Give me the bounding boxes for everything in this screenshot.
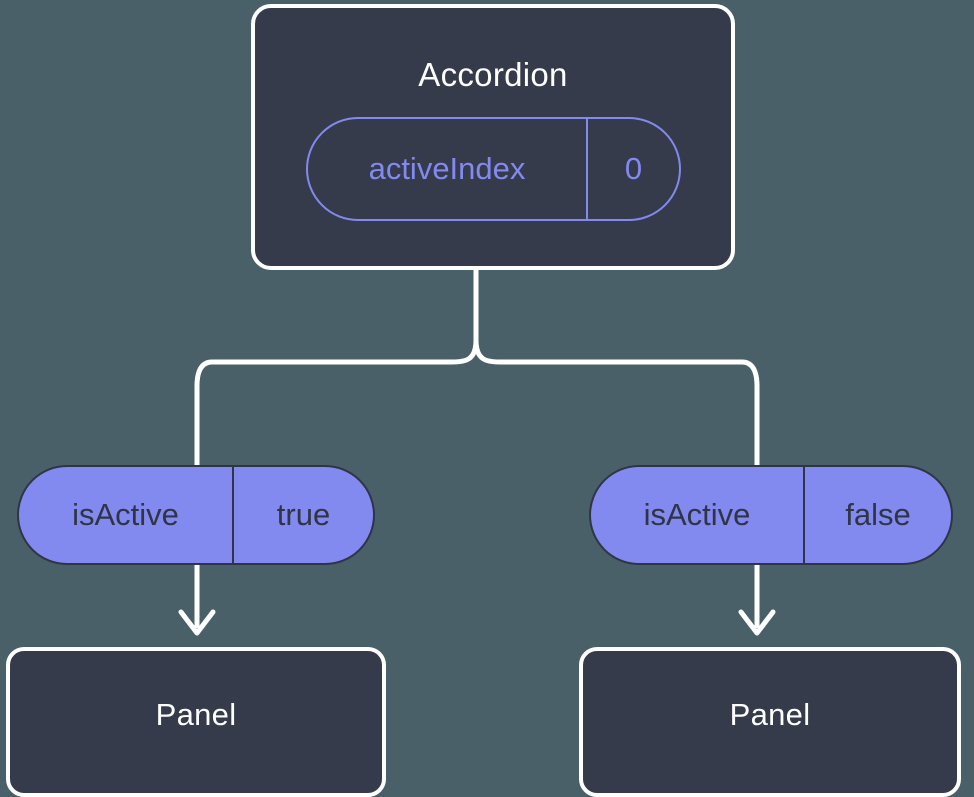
prop-pill-isactive-false[interactable]: isActive false bbox=[589, 465, 953, 565]
node-panel-left-title: Panel bbox=[155, 697, 237, 732]
prop-pill-left-key: isActive bbox=[19, 467, 234, 563]
prop-pill-right-key: isActive bbox=[591, 467, 805, 563]
node-panel-left[interactable]: Panel bbox=[6, 647, 386, 797]
node-panel-right[interactable]: Panel bbox=[579, 647, 961, 797]
state-pill-activeindex[interactable]: activeIndex 0 bbox=[306, 117, 681, 221]
node-accordion-title: Accordion bbox=[418, 56, 568, 93]
connector-branch-left bbox=[194, 337, 479, 469]
arrow-head-left-icon bbox=[178, 609, 216, 636]
prop-pill-left-value: true bbox=[276, 497, 331, 532]
connector-branch-right bbox=[473, 337, 760, 469]
state-pill-key: activeIndex bbox=[308, 119, 588, 219]
state-pill-value: 0 bbox=[624, 151, 643, 186]
arrow-head-right-icon bbox=[738, 609, 776, 636]
node-panel-right-title: Panel bbox=[729, 697, 811, 732]
prop-pill-isactive-true[interactable]: isActive true bbox=[17, 465, 375, 565]
diagram-canvas: Accordion activeIndex 0 isActive true Pa… bbox=[6, 4, 961, 797]
prop-pill-right-value: false bbox=[845, 497, 911, 532]
